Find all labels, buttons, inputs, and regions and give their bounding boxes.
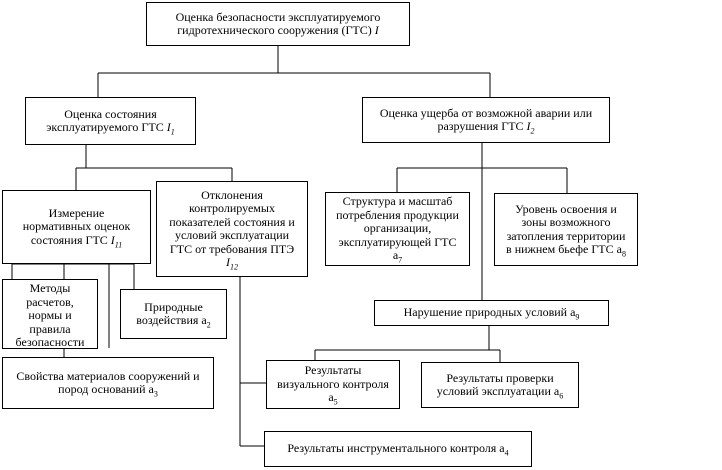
box-damage-assessment-var: I bbox=[526, 119, 531, 133]
box-deviations-line-3: показателей состояния и bbox=[169, 214, 295, 229]
box-calculation-methods-line-2: расчетов, bbox=[26, 294, 74, 309]
box-state-assessment: Оценка состояния эксплуатируемого ГТС I1 bbox=[25, 97, 196, 145]
box-visual-inspection-line-1: Результаты bbox=[304, 363, 362, 378]
box-development-level-line-2: зоны возможного bbox=[521, 215, 611, 229]
box-development-level-sub: 8 bbox=[621, 249, 626, 259]
box-operating-conditions-check: Результаты проверки условий эксплуатации… bbox=[421, 362, 579, 408]
box-calculation-methods: Методы расчетов, нормы и правила безопас… bbox=[2, 279, 98, 349]
box-consumption-structure-line-3: организации, bbox=[363, 221, 432, 236]
box-measurement-line-2: нормативных оценок bbox=[22, 219, 131, 234]
box-visual-inspection-sub: 5 bbox=[333, 397, 338, 407]
box-measurement-line-1: Измерение bbox=[48, 205, 105, 220]
box-operating-conditions-check-line-2: условий эксплуатации а bbox=[436, 384, 560, 398]
box-development-level-line-3: затопления территории bbox=[506, 228, 626, 243]
box-safety-assessment-line-1: Оценка безопасности эксплуатируемого bbox=[175, 9, 381, 24]
box-natural-conditions-disruption-line-1: Нарушение природных условий а bbox=[403, 305, 576, 320]
box-instrumental-monitoring-line-1: Результаты инструментального контроля а bbox=[287, 441, 505, 456]
box-state-assessment-line-2: эксплуатируемого ГТС bbox=[46, 120, 167, 134]
box-material-properties-sub: 3 bbox=[153, 389, 158, 399]
box-calculation-methods-line-4: правила bbox=[29, 321, 71, 336]
box-calculation-methods-line-1: Методы bbox=[29, 281, 71, 295]
box-instrumental-monitoring-sub: 4 bbox=[504, 448, 509, 458]
box-damage-assessment-line-1: Оценка ущерба от возможной аварии или bbox=[379, 105, 593, 120]
box-natural-conditions-disruption-sub: 9 bbox=[575, 312, 580, 322]
box-safety-assessment-var: I bbox=[374, 23, 379, 37]
box-damage-assessment-sub: 2 bbox=[530, 126, 535, 136]
box-development-level-line-4: в нижнем бьефе ГТС bbox=[506, 242, 617, 256]
box-natural-impacts-sub: 2 bbox=[206, 320, 211, 330]
box-development-level: Уровень освоения и зоны возможного затоп… bbox=[494, 193, 638, 266]
box-deviations-var: I bbox=[226, 255, 230, 269]
box-consumption-structure: Структура и масштаб потребления продукци… bbox=[325, 192, 470, 266]
box-damage-assessment-line-2: разрушения ГТС bbox=[437, 119, 527, 133]
box-development-level-line-1: Уровень освоения и bbox=[515, 201, 617, 216]
box-state-assessment-line-1: Оценка состояния bbox=[64, 106, 157, 121]
box-calculation-methods-line-5: безопасности bbox=[15, 335, 85, 349]
box-natural-impacts-line-2: воздействия а bbox=[136, 313, 207, 327]
box-consumption-structure-line-1: Структура и масштаб bbox=[342, 194, 453, 209]
box-deviations-line-1: Отклонения bbox=[201, 187, 263, 202]
box-measurement-sub: 11 bbox=[114, 240, 123, 250]
box-deviations-line-5: ГТС от требования ПТЭ bbox=[169, 241, 295, 256]
box-visual-inspection-line-2: визуального контроля bbox=[277, 376, 389, 391]
box-instrumental-monitoring: Результаты инструментального контроля а4 bbox=[264, 431, 532, 467]
box-consumption-structure-sub: 7 bbox=[398, 255, 403, 265]
box-state-assessment-var: I bbox=[166, 120, 171, 134]
box-state-assessment-sub: 1 bbox=[170, 127, 175, 137]
box-deviations-line-2: контролируемых bbox=[189, 201, 275, 215]
box-natural-impacts-line-1: Природные bbox=[144, 299, 203, 314]
box-operating-conditions-check-line-1: Результаты проверки bbox=[446, 370, 554, 385]
box-material-properties-line-2: пород оснований а bbox=[58, 382, 154, 396]
box-deviations: Отклонения контролируемых показателей со… bbox=[156, 181, 308, 277]
box-calculation-methods-line-3: нормы и bbox=[28, 308, 72, 322]
box-operating-conditions-check-sub: 6 bbox=[559, 391, 564, 401]
box-measurement-line-3: состояния ГТС bbox=[30, 232, 111, 247]
box-material-properties: Свойства материалов сооружений и пород о… bbox=[2, 357, 214, 409]
box-natural-impacts: Природные воздействия а2 bbox=[120, 289, 227, 339]
box-consumption-structure-line-2: потребления продукции bbox=[336, 207, 459, 222]
box-safety-assessment: Оценка безопасности эксплуатируемого гид… bbox=[146, 2, 410, 46]
box-deviations-line-4: условий эксплуатации bbox=[174, 228, 290, 242]
box-measurement: Измерение нормативных оценок состояния Г… bbox=[2, 190, 151, 264]
box-safety-assessment-line-2: гидротехнического сооружения (ГТС) bbox=[177, 23, 375, 37]
box-measurement-var: I bbox=[110, 232, 115, 247]
box-consumption-structure-line-4: эксплуатирующей ГТС bbox=[338, 234, 457, 249]
box-visual-inspection: Результаты визуального контроля а5 bbox=[266, 360, 400, 409]
box-damage-assessment: Оценка ущерба от возможной аварии или ра… bbox=[362, 97, 610, 143]
box-material-properties-line-1: Свойства материалов сооружений и bbox=[16, 368, 200, 383]
box-natural-conditions-disruption: Нарушение природных условий а9 bbox=[374, 300, 609, 326]
box-deviations-sub: 12 bbox=[230, 262, 238, 272]
